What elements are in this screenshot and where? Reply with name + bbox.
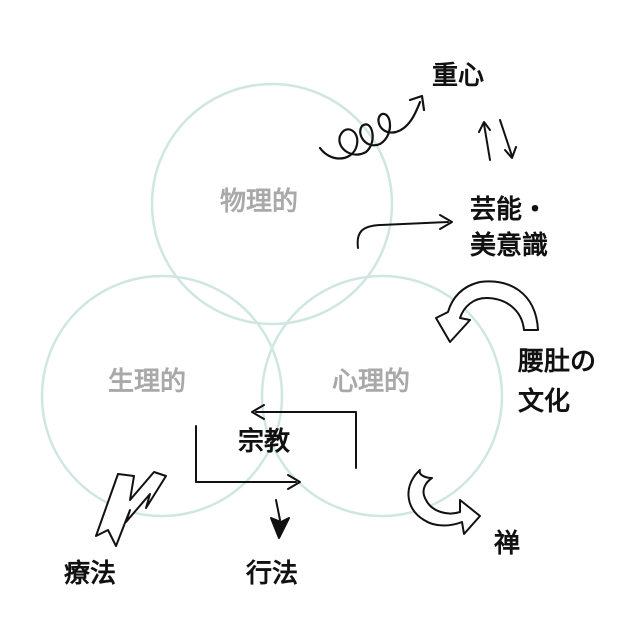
label-ryoho: 療法: [64, 559, 117, 589]
label-zen: 禅: [494, 529, 521, 559]
circle-physical: [150, 82, 394, 326]
label-koshihara-line2: 文化: [518, 387, 571, 417]
label-koshihara-line1: 腰肚の: [518, 347, 597, 377]
label-physical: 物理的: [220, 187, 299, 217]
circle-psychological: [260, 274, 504, 518]
label-geino-line1: 芸能・: [470, 195, 549, 225]
arrow-to-geino-icon: [356, 214, 453, 249]
circle-physiological: [40, 274, 284, 518]
label-jushin: 重心: [432, 61, 485, 91]
center-arrows-icon: [195, 404, 357, 490]
label-geino-line2: 美意識: [470, 231, 549, 261]
label-psychological: 心理的: [332, 367, 411, 397]
bolt-arrow-icon: [95, 471, 167, 547]
curly-arrow-to-zen-icon: [407, 469, 481, 535]
label-center: 宗教: [238, 427, 291, 457]
up-down-arrows-icon: [478, 119, 517, 161]
label-physiological: 生理的: [108, 367, 187, 397]
label-gyoho: 行法: [246, 559, 299, 589]
down-arrow-icon: [270, 499, 290, 539]
curved-arrow-icon: [435, 280, 539, 343]
spiral-arrow-icon: [318, 94, 426, 160]
